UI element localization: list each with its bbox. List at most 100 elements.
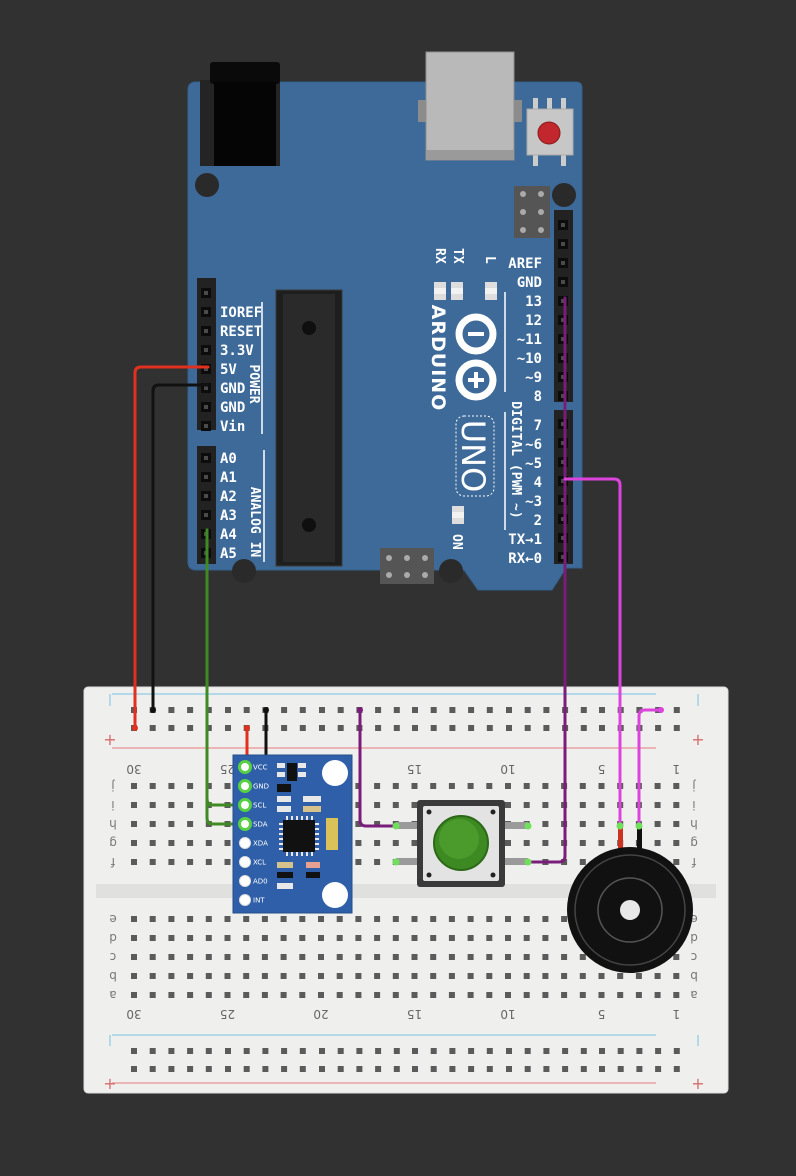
- breadboard-hole[interactable]: [505, 916, 511, 922]
- breadboard-hole[interactable]: [673, 954, 680, 960]
- breadboard-hole[interactable]: [131, 1048, 137, 1054]
- sensor-pin[interactable]: [239, 894, 251, 906]
- breadboard-hole[interactable]: [243, 973, 250, 979]
- breadboard-hole[interactable]: [205, 1066, 212, 1072]
- breadboard-hole[interactable]: [168, 992, 175, 998]
- breadboard-hole[interactable]: [319, 707, 325, 713]
- breadboard-hole[interactable]: [524, 707, 531, 713]
- breadboard-hole[interactable]: [319, 1048, 325, 1054]
- breadboard-hole[interactable]: [374, 859, 381, 865]
- breadboard-hole[interactable]: [430, 935, 437, 941]
- breadboard-hole[interactable]: [224, 783, 231, 789]
- breadboard-hole[interactable]: [562, 1066, 569, 1072]
- breadboard-hole[interactable]: [542, 783, 549, 789]
- breadboard-hole[interactable]: [374, 973, 381, 979]
- breadboard-hole[interactable]: [430, 1048, 437, 1054]
- breadboard-hole[interactable]: [524, 1048, 531, 1054]
- breadboard-hole[interactable]: [467, 935, 474, 941]
- breadboard-hole[interactable]: [430, 783, 437, 789]
- breadboard-hole[interactable]: [636, 1048, 643, 1054]
- breadboard-hole[interactable]: [486, 935, 493, 941]
- breadboard-hole[interactable]: [355, 802, 362, 808]
- breadboard-hole[interactable]: [299, 954, 306, 960]
- breadboard-hole[interactable]: [579, 954, 586, 960]
- breadboard-hole[interactable]: [393, 725, 400, 731]
- breadboard-hole[interactable]: [635, 973, 642, 979]
- breadboard-hole[interactable]: [131, 821, 137, 827]
- breadboard-hole[interactable]: [187, 992, 194, 998]
- breadboard-hole[interactable]: [168, 725, 175, 731]
- breadboard-hole[interactable]: [299, 707, 306, 713]
- breadboard-hole[interactable]: [673, 859, 680, 865]
- breadboard-hole[interactable]: [579, 802, 586, 808]
- breadboard-hole[interactable]: [187, 859, 194, 865]
- breadboard-hole[interactable]: [448, 954, 455, 960]
- breadboard-hole[interactable]: [168, 973, 175, 979]
- breadboard-hole[interactable]: [636, 1066, 643, 1072]
- breadboard-hole[interactable]: [337, 1048, 344, 1054]
- breadboard-hole[interactable]: [280, 973, 287, 979]
- breadboard-hole[interactable]: [673, 725, 680, 731]
- breadboard-hole[interactable]: [411, 992, 418, 998]
- breadboard-hole[interactable]: [262, 1066, 269, 1072]
- breadboard-hole[interactable]: [467, 783, 474, 789]
- breadboard-hole[interactable]: [187, 973, 194, 979]
- breadboard-hole[interactable]: [224, 992, 231, 998]
- breadboard-hole[interactable]: [355, 783, 362, 789]
- breadboard-hole[interactable]: [449, 1066, 456, 1072]
- breadboard-hole[interactable]: [280, 992, 287, 998]
- breadboard-hole[interactable]: [149, 973, 156, 979]
- sensor-pin[interactable]: [238, 760, 252, 774]
- breadboard-hole[interactable]: [654, 821, 661, 827]
- breadboard-hole[interactable]: [299, 1066, 306, 1072]
- breadboard-hole[interactable]: [542, 840, 549, 846]
- breadboard-hole[interactable]: [149, 802, 156, 808]
- breadboard-hole[interactable]: [506, 1048, 512, 1054]
- breadboard-hole[interactable]: [654, 992, 661, 998]
- breadboard-hole[interactable]: [280, 916, 287, 922]
- breadboard-hole[interactable]: [168, 916, 175, 922]
- breadboard-hole[interactable]: [374, 954, 381, 960]
- breadboard-hole[interactable]: [168, 802, 175, 808]
- sensor-pin[interactable]: [238, 779, 252, 793]
- breadboard-hole[interactable]: [392, 840, 399, 846]
- breadboard-hole[interactable]: [523, 935, 530, 941]
- breadboard-hole[interactable]: [356, 1048, 363, 1054]
- breadboard-hole[interactable]: [543, 1066, 550, 1072]
- breadboard-hole[interactable]: [543, 707, 550, 713]
- push-button[interactable]: [396, 800, 528, 887]
- breadboard-hole[interactable]: [523, 954, 530, 960]
- breadboard-hole[interactable]: [374, 840, 381, 846]
- breadboard-hole[interactable]: [579, 992, 586, 998]
- breadboard-hole[interactable]: [131, 802, 137, 808]
- breadboard-hole[interactable]: [336, 916, 343, 922]
- breadboard-hole[interactable]: [224, 935, 231, 941]
- breadboard-hole[interactable]: [131, 916, 137, 922]
- breadboard-hole[interactable]: [411, 973, 418, 979]
- breadboard-hole[interactable]: [392, 973, 399, 979]
- wire-button-gnd[interactable]: [358, 708, 398, 828]
- breadboard-hole[interactable]: [374, 916, 381, 922]
- breadboard-hole[interactable]: [261, 916, 268, 922]
- breadboard-hole[interactable]: [318, 954, 324, 960]
- breadboard-hole[interactable]: [224, 916, 231, 922]
- breadboard-hole[interactable]: [599, 1066, 605, 1072]
- breadboard-hole[interactable]: [617, 973, 624, 979]
- breadboard-hole[interactable]: [131, 859, 137, 865]
- breadboard-hole[interactable]: [506, 725, 512, 731]
- breadboard-hole[interactable]: [411, 783, 418, 789]
- breadboard-hole[interactable]: [673, 1048, 680, 1054]
- breadboard-hole[interactable]: [356, 1066, 363, 1072]
- breadboard-hole[interactable]: [655, 1066, 662, 1072]
- breadboard-hole[interactable]: [412, 1048, 418, 1054]
- breadboard-hole[interactable]: [375, 707, 382, 713]
- breadboard-hole[interactable]: [149, 992, 156, 998]
- breadboard-hole[interactable]: [524, 1066, 531, 1072]
- breadboard-hole[interactable]: [337, 725, 344, 731]
- breadboard-hole[interactable]: [243, 916, 250, 922]
- breadboard-hole[interactable]: [449, 707, 456, 713]
- breadboard-hole[interactable]: [205, 840, 212, 846]
- breadboard-hole[interactable]: [673, 840, 680, 846]
- breadboard-hole[interactable]: [187, 783, 194, 789]
- breadboard-hole[interactable]: [355, 916, 362, 922]
